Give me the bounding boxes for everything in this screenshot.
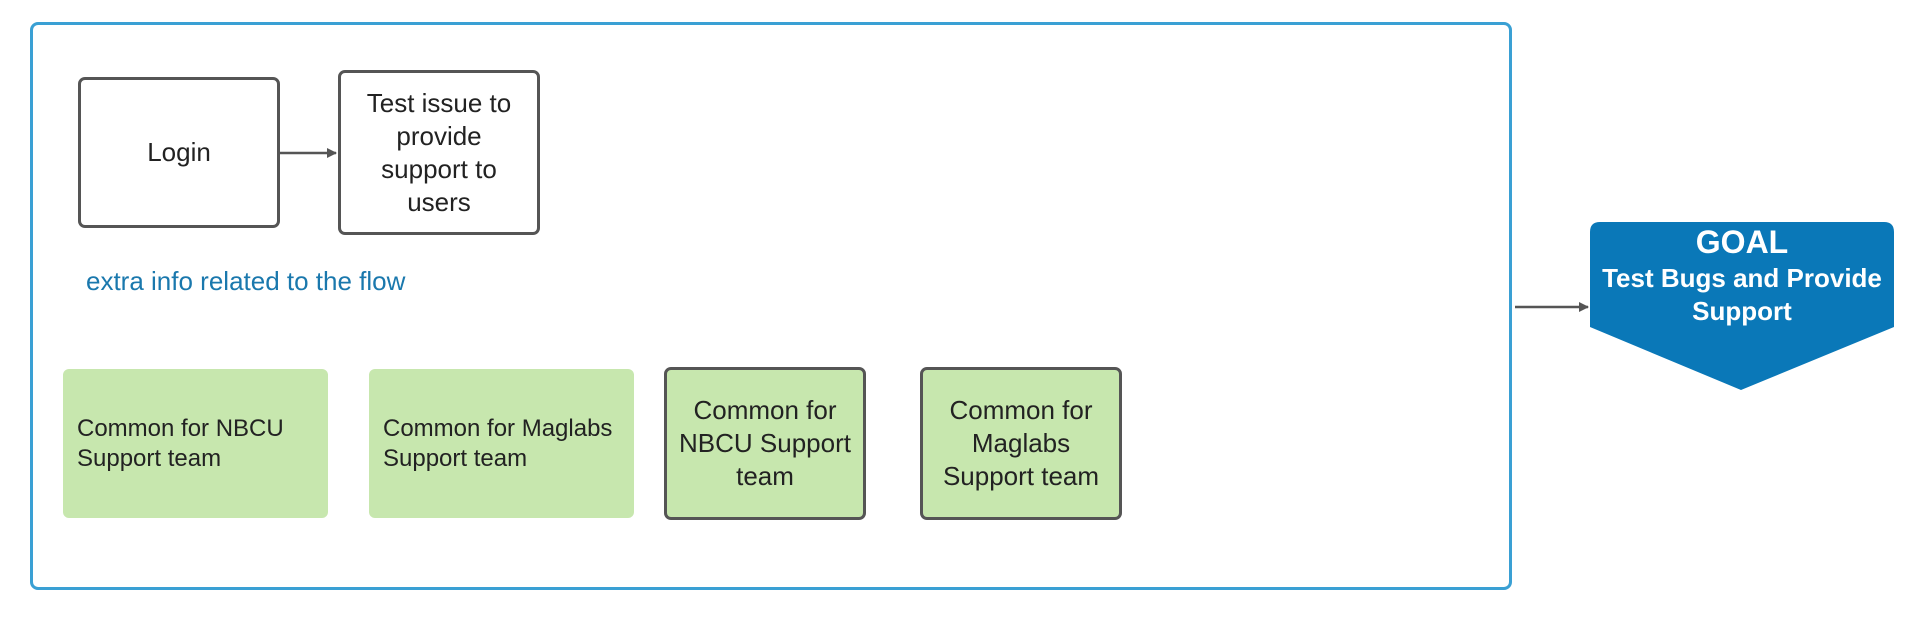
common-nbcu-support-outlined-label: Common for NBCU Support team bbox=[679, 395, 851, 491]
common-maglabs-support-outlined-node: Common for Maglabs Support team bbox=[920, 367, 1122, 520]
test-issue-node: Test issue to provide support to users bbox=[338, 70, 540, 235]
flow-note: extra info related to the flow bbox=[86, 266, 406, 296]
login-node: Login bbox=[78, 77, 280, 228]
common-nbcu-support-label: Common for NBCU Support team bbox=[77, 414, 284, 472]
goal-title: GOAL bbox=[1695, 224, 1789, 260]
common-maglabs-support-label: Common for Maglabs Support team bbox=[383, 414, 613, 472]
flow-container bbox=[30, 22, 1512, 590]
common-maglabs-support-node: Common for Maglabs Support team bbox=[369, 369, 634, 518]
common-nbcu-support-node: Common for NBCU Support team bbox=[63, 369, 328, 518]
test-issue-label: Test issue to provide support to users bbox=[366, 87, 512, 217]
goal-node: GOAL Test Bugs and Provide Support bbox=[1590, 222, 1894, 328]
common-nbcu-support-outlined-node: Common for NBCU Support team bbox=[664, 367, 866, 520]
goal-shape bbox=[1590, 222, 1894, 390]
login-label: Login bbox=[147, 137, 211, 167]
goal-subtitle: Test Bugs and Provide Support bbox=[1602, 263, 1882, 326]
common-maglabs-support-outlined-label: Common for Maglabs Support team bbox=[942, 395, 1100, 491]
